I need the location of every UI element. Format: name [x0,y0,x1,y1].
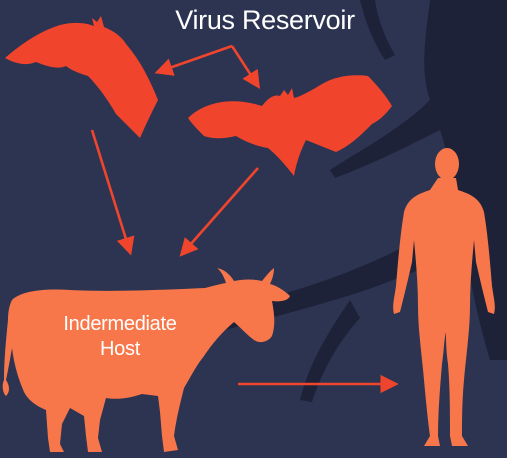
arrow-bat-right-to-cow [182,168,258,254]
intermediate-host-label: Indermediate Host [20,312,220,362]
virus-reservoir-title: Virus Reservoir [130,4,400,36]
intermediate-host-label-line1: Indermediate [20,312,220,337]
arrow-bat-left-to-cow [92,130,130,252]
arrow-title-to-bat-right [232,46,258,86]
intermediate-host-label-line2: Host [20,337,220,362]
arrow-title-to-bat-left [158,46,232,72]
